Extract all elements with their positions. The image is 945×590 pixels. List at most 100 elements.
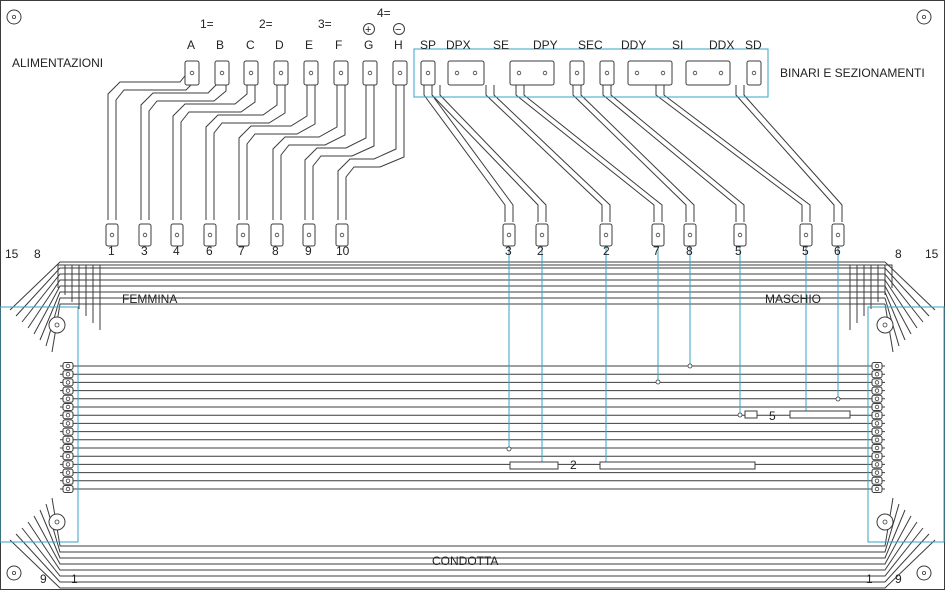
bus-frame	[51, 497, 894, 547]
pad-hole	[603, 232, 609, 238]
bus-frame	[884, 291, 906, 341]
power-letter: C	[246, 38, 255, 52]
binari-label: BINARI E SEZIONAMENTI	[780, 66, 925, 80]
power-trace	[238, 80, 308, 220]
maschio-label: MASCHIO	[765, 292, 821, 306]
power-letter: D	[275, 38, 284, 52]
pad-hole	[274, 232, 280, 238]
connector-hole-center	[882, 322, 888, 328]
track-traces	[423, 85, 843, 222]
pad-hole	[803, 232, 809, 238]
bus-bar	[509, 461, 559, 470]
pad-hole	[65, 429, 71, 434]
track-trace	[515, 85, 655, 222]
pin-number: 5	[735, 244, 742, 258]
pad-hole	[874, 363, 880, 369]
bus-frame	[33, 515, 912, 565]
power-letter: F	[335, 38, 342, 52]
bus-frame	[21, 527, 924, 577]
pin-number: 6	[206, 244, 213, 258]
track-trace	[663, 85, 811, 222]
pad-hole	[189, 70, 195, 76]
pin-number: 5	[802, 244, 809, 258]
pad-hole	[65, 404, 71, 410]
pad-hole	[874, 445, 880, 451]
bus-bar	[789, 410, 851, 419]
power-trace	[280, 80, 346, 220]
power-trace	[272, 80, 338, 220]
power-trace	[172, 80, 248, 220]
track-trace	[572, 85, 687, 222]
pad-hole	[306, 232, 312, 238]
pad-hole	[874, 388, 880, 393]
pin-number: 8	[686, 244, 693, 258]
pad-hole	[687, 232, 693, 238]
pad-hole	[65, 413, 71, 418]
power-trace	[246, 80, 316, 220]
pad-hole	[718, 70, 724, 76]
pad-hole	[539, 232, 545, 238]
mounting-holes	[6, 9, 932, 581]
power-letter: B	[216, 38, 224, 52]
connector-hole-center	[882, 519, 888, 525]
pin-number: 6	[834, 244, 841, 258]
pad-hole	[604, 70, 610, 76]
track-label: SD	[745, 38, 762, 52]
pads	[48, 60, 894, 531]
bus-frame	[45, 503, 900, 553]
power-trace	[345, 80, 405, 220]
pad-hole	[174, 232, 180, 238]
bus-frame	[51, 303, 885, 353]
power-group-label: 2=	[259, 17, 273, 31]
track-label: SI	[672, 38, 683, 52]
track-trace	[523, 85, 663, 222]
power-letter: G	[364, 38, 373, 52]
track-trace	[423, 85, 506, 222]
pad-hole	[65, 486, 71, 492]
pad-hole	[874, 437, 880, 442]
bus-frame	[884, 285, 912, 335]
bus-frame	[884, 273, 924, 323]
pin-number: 1	[108, 244, 115, 258]
track-trace	[743, 85, 843, 222]
pad-hole	[472, 70, 478, 76]
pad-hole	[248, 70, 254, 76]
bus-frame	[9, 261, 885, 311]
pad-hole	[874, 380, 880, 385]
svg-text:−: −	[395, 24, 401, 36]
via	[835, 396, 841, 402]
pad-hole	[338, 70, 344, 76]
power-letter: A	[187, 38, 195, 52]
pin-number: 2	[603, 244, 610, 258]
track-trace	[735, 85, 835, 222]
bus-frame	[39, 291, 885, 341]
bus-frame	[27, 279, 885, 329]
pad-hole	[874, 486, 880, 492]
bus-frame	[9, 539, 936, 589]
power-trace	[148, 80, 227, 220]
pad-hole	[874, 478, 880, 483]
track-label: SP	[420, 38, 436, 52]
power-trace	[312, 80, 375, 220]
pad-hole	[454, 70, 460, 76]
track-connector-frame	[413, 48, 769, 98]
pad-hole	[65, 437, 71, 442]
connector-pin-number: 1	[866, 572, 873, 586]
power-trace	[180, 80, 256, 220]
power-trace	[304, 80, 367, 220]
pad-hole	[655, 232, 661, 238]
pin-number: 4	[173, 244, 180, 258]
pin-number: 10	[336, 244, 350, 258]
track-trace	[610, 85, 745, 222]
bus-frame	[78, 264, 872, 309]
pad-hole	[516, 70, 522, 76]
track-trace	[431, 85, 539, 222]
pad-hole	[219, 70, 225, 76]
pad-hole	[874, 396, 880, 401]
pad-hole	[65, 462, 71, 467]
pad-hole	[65, 380, 71, 385]
pad-hole	[737, 232, 743, 238]
bus-frame	[15, 533, 930, 583]
